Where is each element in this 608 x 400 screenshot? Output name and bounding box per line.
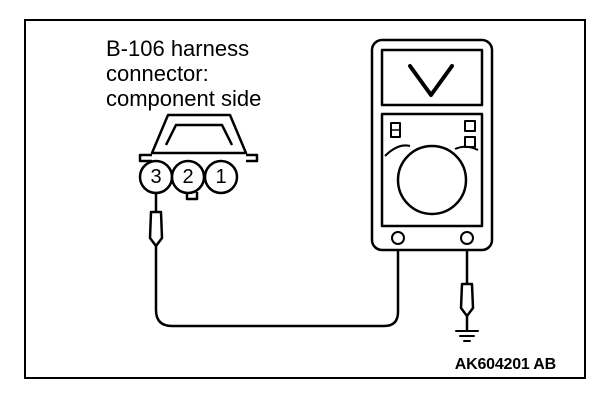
switch-top-right-icon [464, 120, 476, 132]
connector-latch [185, 192, 199, 201]
probe-body-right [459, 282, 475, 318]
pin-1-terminal [203, 159, 239, 195]
dial-arc-right [454, 145, 479, 151]
connector-label-line-3: component side [106, 86, 262, 111]
pin-2-label: 2 [182, 166, 194, 188]
dial-arc-left [384, 144, 411, 157]
harness-connector [138, 113, 259, 201]
terminal-v-icon [460, 231, 474, 245]
connector-housing-inner [164, 123, 234, 146]
pin-1-label: 1 [215, 166, 227, 188]
volt-symbol-icon [408, 64, 454, 97]
connector-label-line-2: connector: [106, 61, 209, 86]
terminal-com-icon [391, 231, 405, 245]
connector-tab-right [246, 153, 259, 163]
rotary-dial-icon [396, 144, 468, 216]
figure-id: AK604201 AB [454, 356, 556, 373]
lead-wire-negative [154, 238, 400, 328]
diagram-frame [24, 19, 586, 379]
connector-label-line-1: B-106 harness [106, 36, 250, 61]
connector-housing [150, 113, 248, 155]
voltmeter [370, 38, 494, 252]
connector-tab-left [138, 153, 152, 163]
probe-body-left [148, 210, 164, 248]
voltmeter-display [380, 48, 484, 107]
ground-icon [455, 330, 479, 342]
pin-3-label: 3 [150, 166, 162, 188]
